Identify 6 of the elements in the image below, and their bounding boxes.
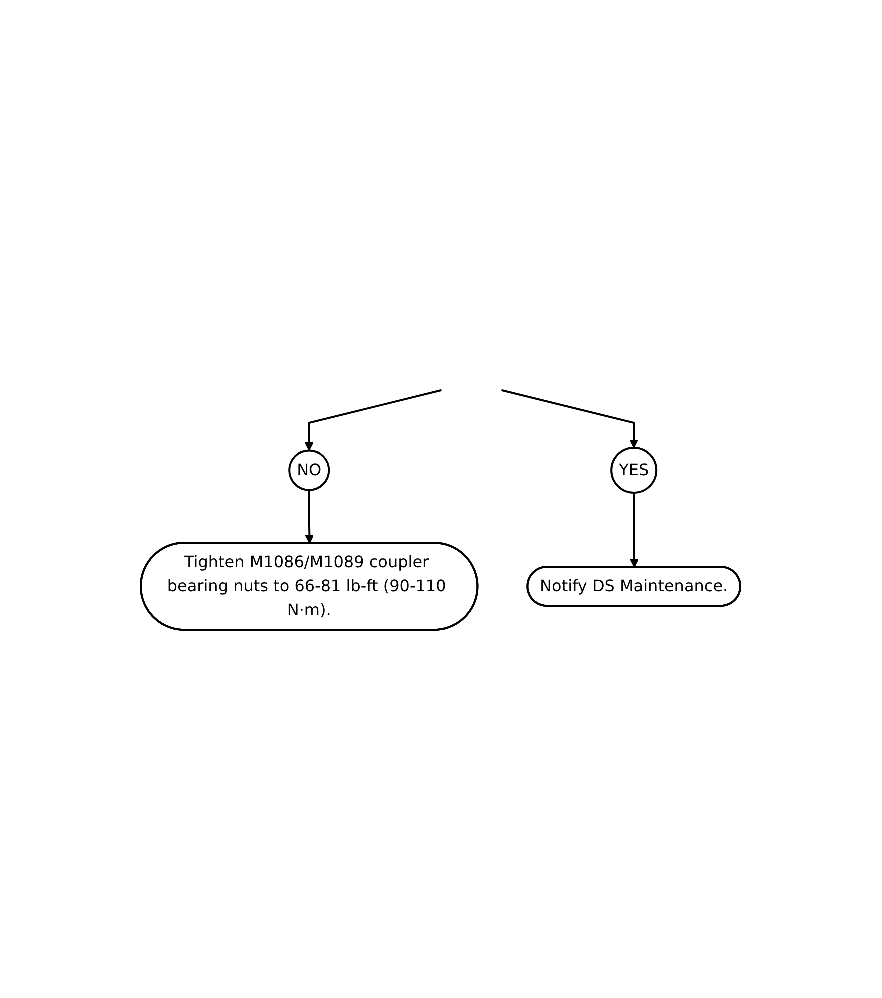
arrow: [306, 490, 314, 544]
arrow: [305, 389, 442, 452]
arrow: [502, 389, 639, 448]
node-circle: NO: [288, 450, 330, 492]
node-circle: YES: [610, 446, 658, 494]
arrow: [630, 493, 640, 568]
